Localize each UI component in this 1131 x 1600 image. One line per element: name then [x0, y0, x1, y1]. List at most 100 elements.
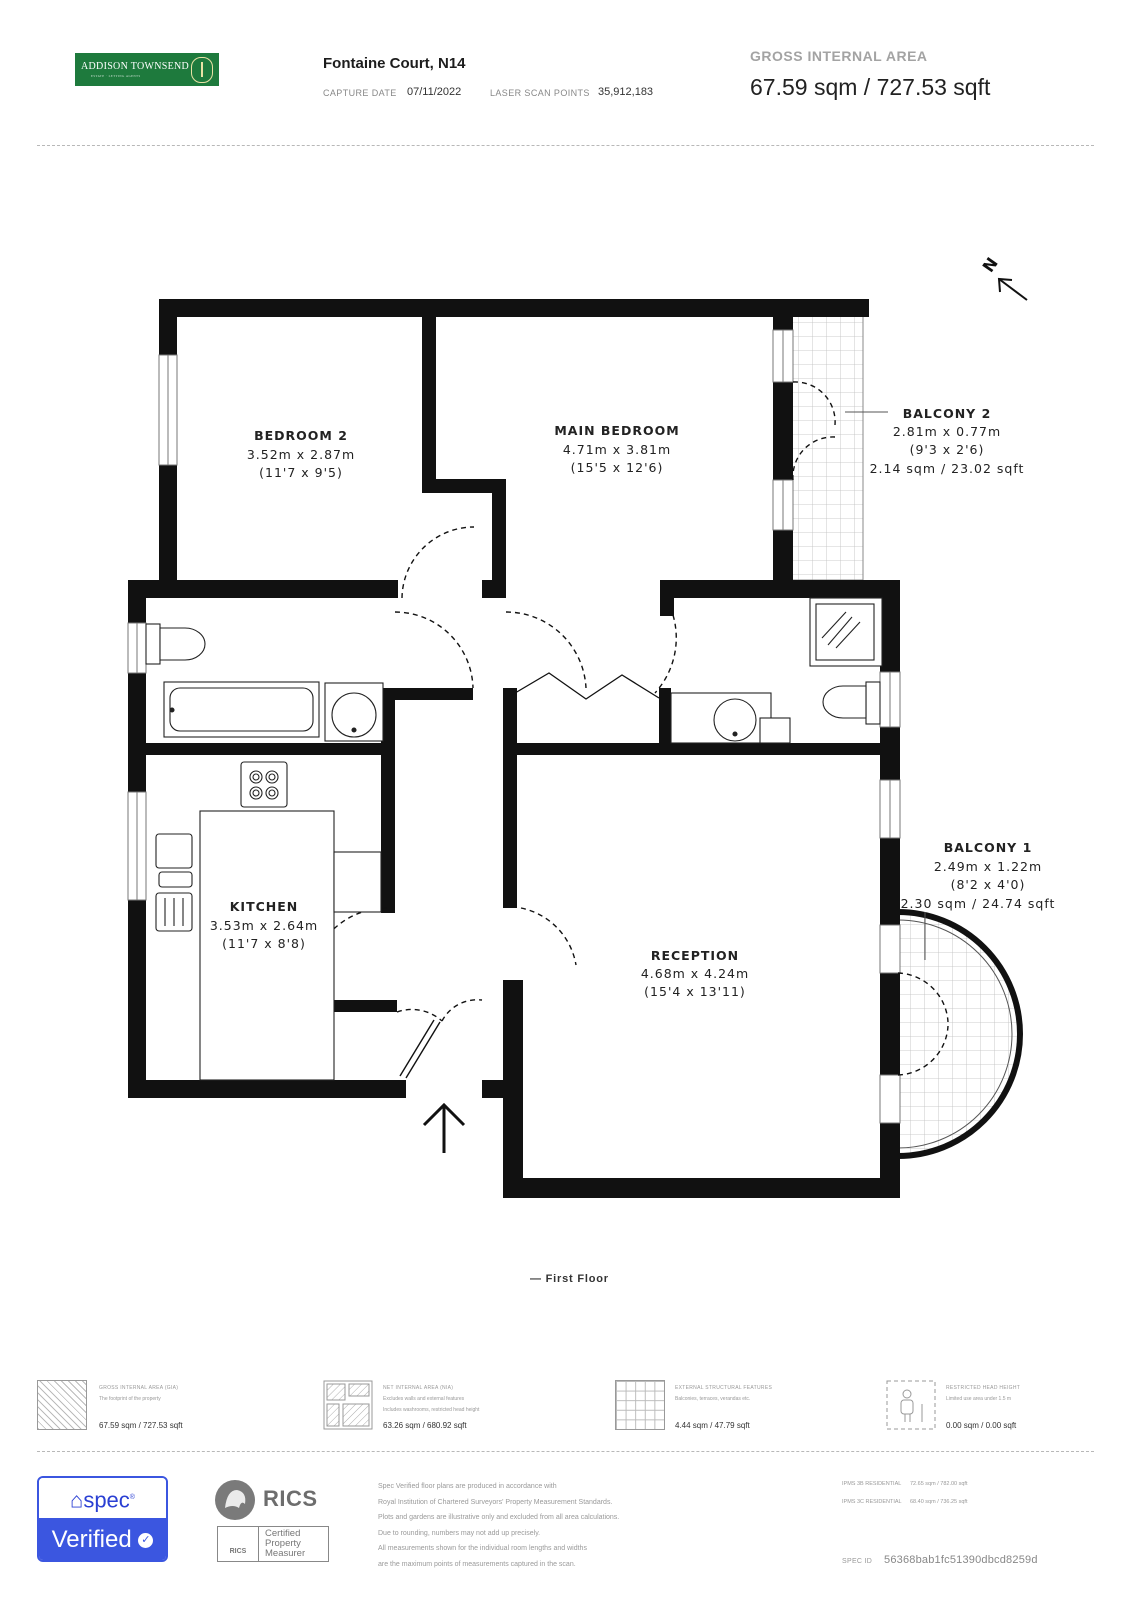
certified-line-1: Certified [265, 1528, 301, 1539]
compass-icon: N [979, 254, 1028, 301]
svg-text:4.71m x 3.81m: 4.71m x 3.81m [563, 442, 671, 457]
spec-logo: ⌂spec® [39, 1478, 166, 1518]
rics-word: RICS [263, 1486, 318, 1511]
legend-nia-desc-1: Excludes walls and external features [383, 1396, 465, 1402]
disclaimer: Spec Verified floor plans are produced i… [378, 1479, 619, 1572]
verified-word: Verified [51, 1526, 132, 1553]
sink-icon [155, 833, 193, 869]
gia-hatch-icon [37, 1380, 87, 1430]
svg-text:2.49m x 1.22m: 2.49m x 1.22m [934, 859, 1042, 874]
legend-nia-value: 63.26 sqm / 680.92 sqft [383, 1421, 467, 1430]
disclaimer-line: Plots and gardens are illustrative only … [378, 1514, 620, 1521]
legend-rhh-desc: Limited use area under 1.5 m [946, 1396, 1012, 1402]
verified-band: Verified ✓ [39, 1518, 166, 1560]
svg-text:2.14 sqm / 23.02 sqft: 2.14 sqm / 23.02 sqft [870, 461, 1025, 476]
windows [127, 329, 901, 1124]
spec-house-icon: ⌂ [70, 1487, 84, 1513]
toilet-icon [159, 627, 206, 661]
svg-text:(11'7 x 9'5): (11'7 x 9'5) [259, 465, 343, 480]
doors [308, 381, 949, 1076]
rics-lion-icon [215, 1480, 255, 1520]
legend-nia-title: NET INTERNAL AREA (NIA) [383, 1385, 454, 1391]
svg-text:4.68m x 4.24m: 4.68m x 4.24m [641, 966, 749, 981]
disclaimer-line: Royal Institution of Chartered Surveyors… [378, 1498, 613, 1506]
nia-rooms-icon [323, 1380, 373, 1430]
legend-rhh-title: RESTRICTED HEAD HEIGHT [946, 1385, 1021, 1391]
svg-text:(8'2 x 4'0): (8'2 x 4'0) [951, 877, 1026, 892]
room-label-kitchen: KITCHEN 3.53m x 2.64m (11'7 x 8'8) [210, 899, 318, 951]
kitchen-counter [199, 810, 335, 1081]
appliance [333, 851, 382, 913]
kitchen-fixtures [155, 761, 382, 1081]
spec-id-value: 56368bab1fc51390dbcd8259d [884, 1554, 1038, 1566]
balcony-2 [791, 315, 864, 581]
svg-text:RECEPTION: RECEPTION [651, 948, 739, 963]
legend-gia-title: GROSS INTERNAL AREA (GIA) [99, 1385, 179, 1391]
crest-icon [191, 57, 213, 83]
legend-esf-desc: Balconies, terraces, verandas etc. [675, 1396, 751, 1402]
certified-line-3: Measurer [265, 1548, 306, 1559]
rics-mini-logo: RICS [218, 1527, 259, 1561]
ipms-3c-value: 68.40 sqm / 736.25 sqft [910, 1499, 968, 1505]
svg-text:2.81m x 0.77m: 2.81m x 0.77m [893, 424, 1001, 439]
disclaimer-line: All measurements shown for the individua… [378, 1545, 587, 1552]
disclaimer-line: Spec Verified floor plans are produced i… [378, 1483, 557, 1490]
compass-north-label: N [979, 254, 1002, 276]
svg-text:(15'4 x 13'11): (15'4 x 13'11) [644, 984, 746, 999]
bifold-doors [509, 672, 660, 700]
disclaimer-line: Due to rounding, numbers may not add up … [378, 1529, 541, 1537]
svg-text:(11'7 x 8'8): (11'7 x 8'8) [222, 936, 306, 951]
svg-text:(15'5 x 12'6): (15'5 x 12'6) [571, 460, 664, 475]
spec-verified-badge: ⌂spec® Verified ✓ [37, 1476, 168, 1562]
grid-icon [615, 1380, 665, 1430]
room-label-balcony-2: BALCONY 2 2.81m x 0.77m (9'3 x 2'6) 2.14… [870, 406, 1025, 476]
floor-label: — First Floor [530, 1273, 609, 1285]
svg-text:3.53m x 2.64m: 3.53m x 2.64m [210, 918, 318, 933]
room-label-main-bedroom: MAIN BEDROOM 4.71m x 3.81m (15'5 x 12'6) [554, 423, 679, 475]
legend-esf-value: 4.44 sqm / 47.79 sqft [675, 1421, 750, 1430]
room-label-bedroom-2: BEDROOM 2 3.52m x 2.87m (11'7 x 9'5) [247, 428, 355, 480]
agency-logo: ADDISON TOWNSEND ESTATE · LETTING AGENTS [75, 53, 219, 86]
ipms-3b-label: IPMS 3B RESIDENTIAL [842, 1481, 902, 1487]
room-label-balcony-1: BALCONY 1 2.49m x 1.22m (8'2 x 4'0) 2.30… [901, 840, 1056, 911]
entrance-door [399, 1019, 441, 1079]
ipms-3c-label: IPMS 3C RESIDENTIAL [842, 1499, 902, 1505]
capture-date-value: 07/11/2022 [407, 86, 462, 98]
rics-certified-badge: RICS Certified Property Measurer [217, 1526, 329, 1562]
footer-divider [37, 1451, 1094, 1452]
logo-text: ADDISON TOWNSEND [81, 61, 190, 72]
ensuite-toilet-icon [822, 685, 867, 719]
gia-label: GROSS INTERNAL AREA [750, 48, 928, 64]
logo-subtext: ESTATE · LETTING AGENTS [91, 74, 141, 78]
floor-plan: BEDROOM 2 3.52m x 2.87m (11'7 x 9'5) MAI… [127, 254, 1056, 1198]
person-icon [886, 1380, 936, 1430]
certified-line-2: Property [265, 1538, 301, 1549]
svg-text:BALCONY 2: BALCONY 2 [903, 406, 992, 421]
disclaimer-line: are the maximum points of measurements c… [378, 1560, 576, 1568]
balcony-1 [897, 909, 1023, 1159]
svg-text:MAIN BEDROOM: MAIN BEDROOM [554, 423, 679, 438]
gia-value: 67.59 sqm / 727.53 sqft [750, 74, 991, 100]
legend-gia-value: 67.59 sqm / 727.53 sqft [99, 1421, 183, 1430]
svg-text:2.30 sqm / 24.74 sqft: 2.30 sqm / 24.74 sqft [901, 896, 1056, 911]
scan-points-value: 35,912,183 [598, 86, 654, 98]
legend-rhh-value: 0.00 sqm / 0.00 sqft [946, 1421, 1017, 1430]
property-address: Fontaine Court, N14 [323, 55, 466, 72]
bathroom-fixtures [145, 597, 883, 744]
room-label-reception: RECEPTION 4.68m x 4.24m (15'4 x 13'11) [641, 948, 749, 999]
toilet-cistern [145, 623, 161, 665]
walls [128, 299, 900, 1198]
scan-points-label: LASER SCAN POINTS [490, 88, 590, 98]
hob-icon [240, 761, 288, 808]
legend-nia-desc-2: Includes washrooms, restricted head heig… [383, 1407, 480, 1413]
ensuite-toilet-cistern [865, 681, 881, 725]
svg-text:BALCONY 1: BALCONY 1 [944, 840, 1033, 855]
spec-id-label: SPEC ID [842, 1558, 873, 1565]
capture-date-label: CAPTURE DATE [323, 88, 397, 98]
svg-text:BEDROOM 2: BEDROOM 2 [254, 428, 348, 443]
svg-text:3.52m x 2.87m: 3.52m x 2.87m [247, 447, 355, 462]
entrance-arrow-icon [422, 1102, 466, 1153]
spec-word: spec [83, 1487, 130, 1513]
legend-gia-desc: The footprint of the property [99, 1396, 161, 1402]
legend-esf-title: EXTERNAL STRUCTURAL FEATURES [675, 1385, 773, 1391]
